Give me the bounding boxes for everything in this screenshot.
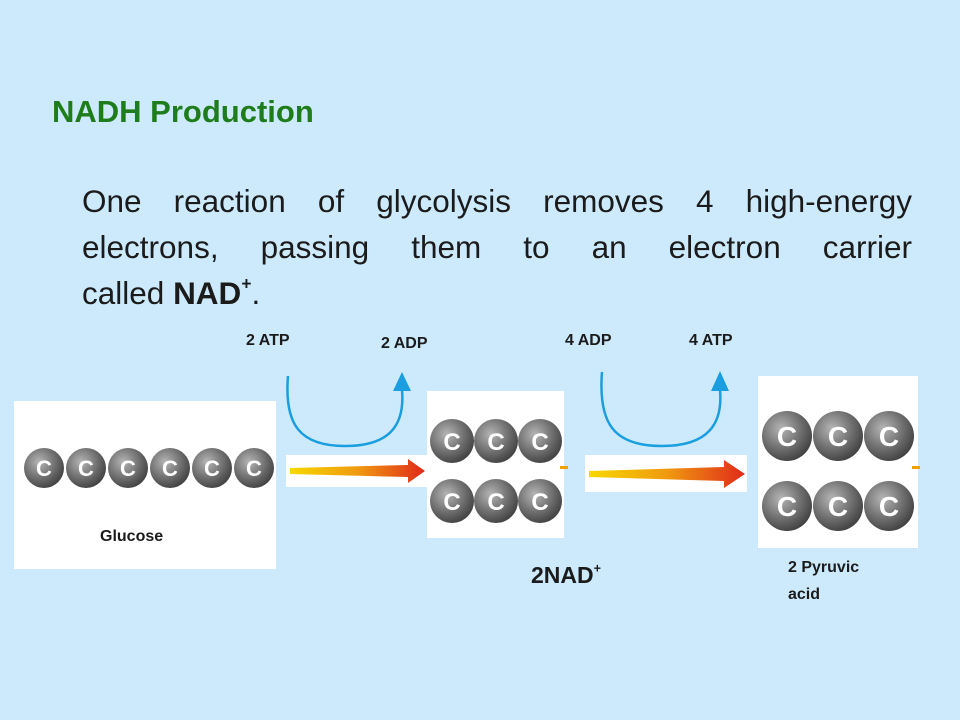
carbon-label: C xyxy=(443,429,460,456)
dash-mark-2 xyxy=(912,466,920,469)
carbon-label: C xyxy=(879,421,899,452)
carbon-label: C xyxy=(443,489,460,516)
carbon-atom xyxy=(813,481,863,531)
carbon-label: C xyxy=(78,456,94,481)
carbon-label: C xyxy=(531,489,548,516)
intermediate-molecules: C C C C C C xyxy=(430,419,562,523)
dash-mark-1 xyxy=(560,466,568,469)
pyruvic-acid-line-1: 2 Pyruvic xyxy=(788,559,860,576)
carbon-atom xyxy=(430,419,474,463)
carbon-atom xyxy=(518,479,562,523)
carbon-atom xyxy=(234,448,274,488)
carbon-label: C xyxy=(879,491,899,522)
carbon-label: C xyxy=(120,456,136,481)
nad-label-superscript: + xyxy=(593,561,602,576)
nad-label: 2NAD+ xyxy=(531,562,601,589)
carbon-label: C xyxy=(828,421,848,452)
adp-output-label: 2 ADP xyxy=(381,335,428,352)
glucose-molecule: C C C C C C xyxy=(24,448,274,488)
pyruvic-acid-label: 2 Pyruvic acid xyxy=(788,554,859,608)
carbon-atom xyxy=(762,411,812,461)
reaction-arrow-2 xyxy=(589,460,745,488)
carbon-label: C xyxy=(531,429,548,456)
carbon-atom xyxy=(108,448,148,488)
reaction-arrow-1 xyxy=(290,459,425,483)
carbon-atom xyxy=(474,419,518,463)
body-line-3: called NAD+. xyxy=(82,270,912,316)
pyruvic-acid-line-2: acid xyxy=(788,586,821,603)
glucose-panel xyxy=(14,401,276,569)
glucose-label: Glucose xyxy=(100,528,164,545)
carbon-atom xyxy=(474,479,518,523)
body-line-2: electrons, passing them to an electron c… xyxy=(82,229,912,265)
pyruvic-acid-molecules: C C C C C C xyxy=(762,411,914,531)
carbon-atom xyxy=(813,411,863,461)
carbon-label: C xyxy=(777,491,797,522)
carbon-atom xyxy=(864,481,914,531)
body-line-3-prefix: called xyxy=(82,275,174,311)
atp-curve-2-arrowhead xyxy=(711,371,729,391)
nad-term: NAD xyxy=(173,275,242,311)
nad-plus-term: NAD+ xyxy=(173,275,251,311)
atp-input-label: 2 ATP xyxy=(246,332,290,349)
nad-label-text: 2NAD xyxy=(531,562,594,588)
nad-superscript: + xyxy=(241,273,252,294)
carbon-atom xyxy=(518,419,562,463)
carbon-label: C xyxy=(487,489,504,516)
carbon-atom xyxy=(192,448,232,488)
slide-title: NADH Production xyxy=(52,94,314,129)
carbon-atom xyxy=(24,448,64,488)
atp-curve-1 xyxy=(286,375,404,448)
carbon-atom xyxy=(150,448,190,488)
body-line-1: One reaction of glycolysis removes 4 hig… xyxy=(82,183,912,219)
carbon-label: C xyxy=(487,429,504,456)
adp-input-label: 4 ADP xyxy=(565,332,612,349)
carbon-label: C xyxy=(162,456,178,481)
carbon-label: C xyxy=(204,456,220,481)
atp-curve-1-arrowhead xyxy=(393,372,411,391)
atp-output-label: 4 ATP xyxy=(689,332,733,349)
atp-curve-2 xyxy=(600,371,722,448)
carbon-atom xyxy=(864,411,914,461)
carbon-label: C xyxy=(828,491,848,522)
carbon-label: C xyxy=(246,456,262,481)
carbon-atom xyxy=(66,448,106,488)
carbon-atom xyxy=(762,481,812,531)
carbon-label: C xyxy=(36,456,52,481)
body-line-3-suffix: . xyxy=(251,275,261,311)
carbon-label: C xyxy=(777,421,797,452)
slide-body-text: One reaction of glycolysis removes 4 hig… xyxy=(82,178,912,316)
carbon-atom xyxy=(430,479,474,523)
